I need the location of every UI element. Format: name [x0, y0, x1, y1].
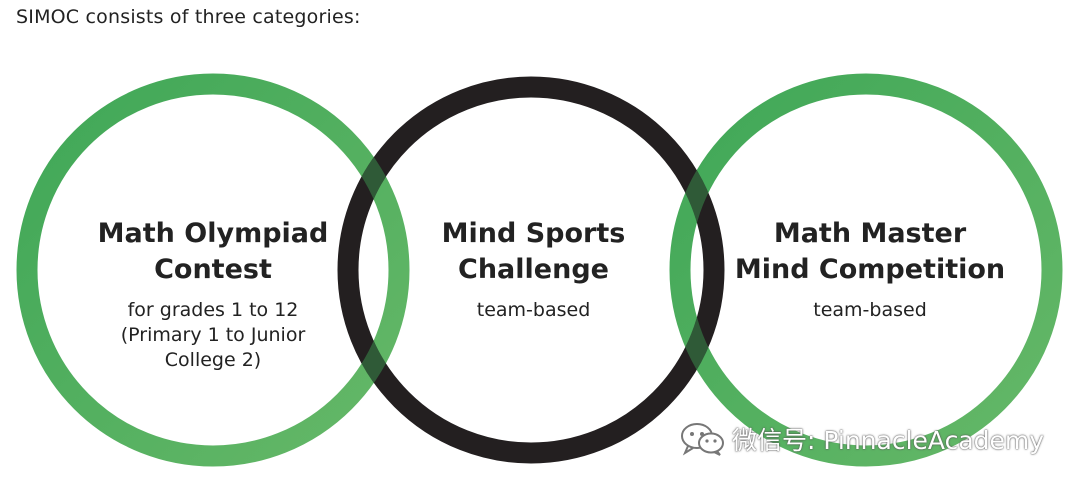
detail-line: College 2) [164, 349, 262, 371]
detail-line: team-based [813, 299, 927, 321]
category-detail: team-based [391, 298, 676, 323]
title-line: Math Olympiad [97, 218, 329, 249]
category-math-olympiad: Math Olympiad Contest for grades 1 to 12… [63, 216, 363, 373]
detail-line: (Primary 1 to Junior [120, 324, 306, 346]
title-line: Mind Sports [441, 218, 626, 249]
ring-mind-sports [337, 76, 725, 464]
category-detail: for grades 1 to 12 (Primary 1 to Junior … [63, 298, 363, 373]
title-line: Challenge [458, 254, 609, 285]
watermark-text: 微信号: PinnacleAcademy [732, 426, 1045, 455]
detail-line: for grades 1 to 12 [127, 299, 299, 321]
title-line: Contest [154, 254, 272, 285]
category-title: Mind Sports Challenge [391, 216, 676, 288]
title-line: Mind Competition [734, 254, 1006, 285]
category-title: Math Olympiad Contest [63, 216, 363, 288]
intro-text: SIMOC consists of three categories: [16, 6, 361, 28]
watermark: 微信号: PinnacleAcademy [680, 421, 1044, 457]
category-math-master: Math Master Mind Competition team-based [710, 216, 1030, 323]
detail-line: team-based [476, 299, 591, 321]
category-mind-sports: Mind Sports Challenge team-based [391, 216, 676, 323]
title-line: Math Master [773, 218, 967, 249]
category-title: Math Master Mind Competition [710, 216, 1030, 288]
wechat-icon [681, 423, 724, 456]
ring-overlaps [16, 73, 1063, 467]
category-detail: team-based [710, 298, 1030, 323]
